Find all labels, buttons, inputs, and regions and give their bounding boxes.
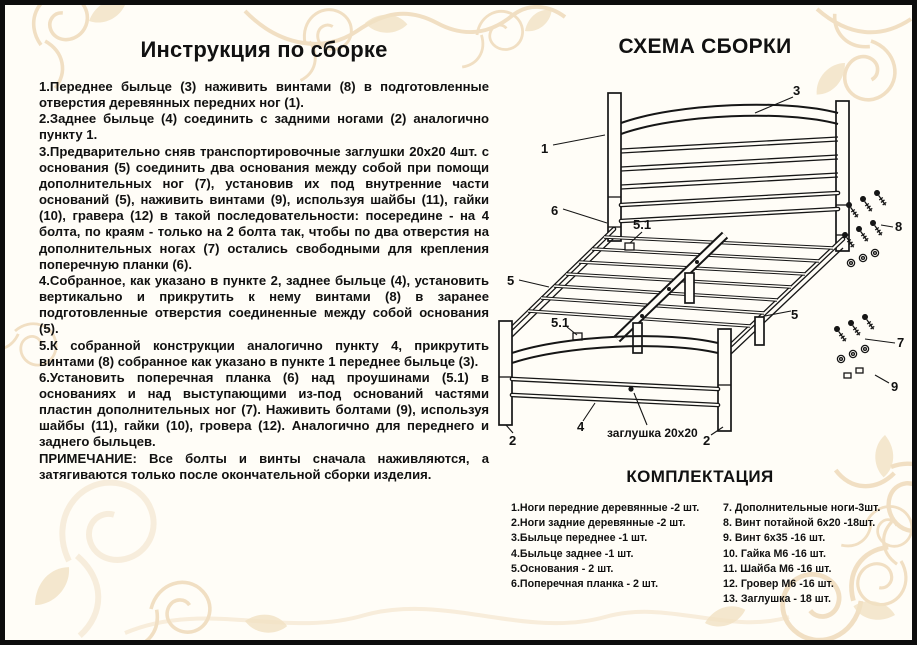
callout-6: 6 xyxy=(551,203,558,218)
parts-item: 10. Гайка М6 -16 шт. xyxy=(723,547,826,560)
instruction-steps: 1.Переднее быльце (3) наживить винтами (… xyxy=(39,79,489,483)
callout-5-b: 5 xyxy=(791,307,798,322)
parts-column-left: 1.Ноги передние деревянные -2 шт. 2.Ноги… xyxy=(511,501,723,607)
bed-base xyxy=(508,226,846,355)
callout-5-a: 5 xyxy=(507,273,514,288)
callout-3: 3 xyxy=(793,83,800,98)
floral-ornament-background xyxy=(5,5,912,640)
parts-item: 8. Винт потайной 6х20 -18шт. xyxy=(723,517,876,530)
parts-item: 1.Ноги передние деревянные -2 шт. xyxy=(511,502,700,514)
parts-item: 13. Заглушка - 18 шт. xyxy=(723,593,831,606)
footboard xyxy=(498,320,732,432)
parts-column-right: 7. Дополнительные ноги-3шт. 8. Винт пота… xyxy=(723,501,912,607)
parts-item: 5.Основания - 2 шт. xyxy=(511,562,614,575)
callout-5-1-b: 5.1 xyxy=(551,315,569,330)
instructions-title: Инструкция по сборке xyxy=(140,37,388,62)
callout-7: 7 xyxy=(897,335,904,350)
parts-item: 12. Гровер М6 -16 шт. xyxy=(723,577,834,590)
parts-list: 1.Ноги передние деревянные -2 шт. 2.Ноги… xyxy=(511,501,912,607)
callout-2-a: 2 xyxy=(509,433,516,448)
diagram-title: СХЕМА СБОРКИ xyxy=(618,35,792,58)
plug-label: заглушка 20х20 xyxy=(607,426,698,440)
step-4: 4.Собранное, как указано в пункте 2, зад… xyxy=(39,272,489,337)
content-layer: Инструкция по сборке 1.Переднее быльце (… xyxy=(5,5,912,640)
step-5: 5.К собранной конструкции аналогично пун… xyxy=(39,337,489,369)
extra-leg xyxy=(684,272,695,304)
parts-item: 4.Быльце заднее -1 шт. xyxy=(511,547,634,560)
callout-2-b: 2 xyxy=(703,433,710,448)
step-6: 6.Установить поперечная планка (6) над п… xyxy=(39,369,489,450)
extra-leg xyxy=(632,322,643,354)
step-2: 2.Заднее быльце (4) соединить с задними … xyxy=(39,111,489,143)
parts-item: 2.Ноги задние деревянные -2 шт. xyxy=(511,517,686,530)
instructions-column: Инструкция по сборке 1.Переднее быльце (… xyxy=(39,23,489,483)
hardware-screws-bottom xyxy=(832,312,877,379)
callout-9: 9 xyxy=(891,379,898,394)
parts-item: 11. Шайба М6 -16 шт. xyxy=(723,562,832,575)
bed-assembly-diagram: 1 3 6 5.1 5 5.1 5 2 2 4 7 xyxy=(498,83,904,448)
extra-leg xyxy=(754,316,765,346)
parts-title: КОМПЛЕКТАЦИЯ xyxy=(626,467,774,486)
callout-8: 8 xyxy=(895,219,902,234)
step-3: 3.Предварительно сняв транспортировочные… xyxy=(39,143,489,272)
parts-item: 7. Дополнительные ноги-3шт. xyxy=(723,502,881,514)
callout-1: 1 xyxy=(541,141,548,156)
lug-5-1 xyxy=(624,242,635,251)
callout-4: 4 xyxy=(577,419,585,434)
headboard xyxy=(607,92,850,252)
callout-5-1-a: 5.1 xyxy=(633,217,651,232)
note: ПРИМЕЧАНИЕ: Все болты и винты сначала на… xyxy=(39,450,489,482)
diagram-callouts: 1 3 6 5.1 5 5.1 5 2 2 4 7 xyxy=(505,83,904,448)
parts-item: 3.Быльце переднее -1 шт. xyxy=(511,532,648,545)
parts-item: 6.Поперечная планка - 2 шт. xyxy=(511,577,659,590)
step-1: 1.Переднее быльце (3) наживить винтами (… xyxy=(39,79,489,111)
parts-item: 9. Винт 6х35 -16 шт. xyxy=(723,532,826,545)
